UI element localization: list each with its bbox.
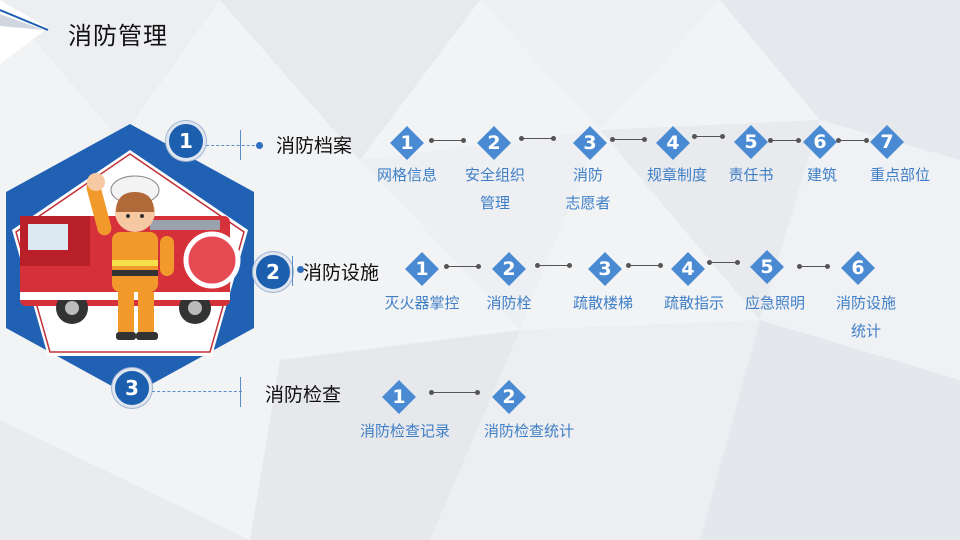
section-1-badge: 1 — [166, 121, 206, 161]
s1-step-2-diamond[interactable]: 2 — [477, 126, 511, 160]
s1-link-6 — [836, 138, 869, 143]
section-3-connector — [152, 391, 242, 392]
s2-step-6-label[interactable]: 消防设施 统计 — [835, 294, 896, 340]
s1-step-3-label[interactable]: 消防 志愿者 — [565, 166, 611, 212]
s2-step-5-label[interactable]: 应急照明 — [744, 294, 805, 312]
s3-link-1 — [429, 390, 480, 395]
s1-link-1 — [429, 138, 466, 143]
s2-link-2 — [535, 263, 572, 268]
s2-step-5-diamond[interactable]: 5 — [750, 250, 784, 284]
s1-step-4-diamond[interactable]: 4 — [656, 126, 690, 160]
s1-step-6-label[interactable]: 建筑 — [806, 166, 837, 184]
section-3-label[interactable]: 消防检查 — [265, 384, 342, 406]
section-3-tick — [240, 377, 241, 407]
section-1-connector — [206, 145, 260, 146]
s2-link-3 — [626, 263, 663, 268]
s2-step-4-diamond[interactable]: 4 — [671, 252, 705, 286]
s1-step-2-label[interactable]: 安全组织 管理 — [464, 166, 525, 212]
s1-step-5-diamond[interactable]: 5 — [734, 125, 768, 159]
s1-step-3-diamond[interactable]: 3 — [573, 126, 607, 160]
s1-link-4 — [692, 134, 725, 139]
s1-step-6-diamond[interactable]: 6 — [803, 125, 837, 159]
s2-step-3-label[interactable]: 疏散楼梯 — [572, 294, 633, 312]
section-1-tick — [240, 130, 241, 160]
section-3-badge: 3 — [112, 368, 152, 408]
corner-decoration — [0, 0, 49, 64]
section-2-tick — [292, 256, 293, 286]
section-1-label[interactable]: 消防档案 — [276, 135, 353, 157]
s3-step-1-diamond[interactable]: 1 — [382, 380, 416, 414]
page-title: 消防管理 — [68, 22, 168, 50]
s2-step-3-diamond[interactable]: 3 — [588, 252, 622, 286]
s2-step-6-diamond[interactable]: 6 — [841, 251, 875, 285]
s1-step-7-diamond[interactable]: 7 — [870, 125, 904, 159]
firefighter-illustration — [0, 120, 280, 400]
s1-step-1-diamond[interactable]: 1 — [390, 126, 424, 160]
s2-link-4 — [707, 260, 740, 265]
s1-step-7-label[interactable]: 重点部位 — [869, 166, 930, 184]
s3-step-1-label[interactable]: 消防检查记录 — [359, 422, 450, 440]
s1-link-3 — [610, 137, 647, 142]
s2-step-2-label[interactable]: 消防栓 — [486, 294, 532, 312]
s2-link-1 — [444, 264, 481, 269]
section-2-label[interactable]: 消防设施 — [303, 262, 380, 284]
s1-step-4-label[interactable]: 规章制度 — [646, 166, 707, 184]
section-2-dot — [297, 266, 304, 273]
s2-step-4-label[interactable]: 疏散指示 — [663, 294, 724, 312]
s2-link-5 — [797, 264, 830, 269]
section-1-dot — [256, 142, 263, 149]
s3-step-2-label[interactable]: 消防检查统计 — [483, 422, 574, 440]
s2-step-1-diamond[interactable]: 1 — [405, 252, 439, 286]
s1-link-5 — [768, 138, 801, 143]
section-2-badge: 2 — [253, 252, 293, 292]
s2-step-2-diamond[interactable]: 2 — [492, 252, 526, 286]
s1-step-1-label[interactable]: 网格信息 — [376, 166, 437, 184]
s3-step-2-diamond[interactable]: 2 — [492, 380, 526, 414]
s2-step-1-label[interactable]: 灭火器掌控 — [384, 294, 460, 312]
s1-link-2 — [519, 136, 556, 141]
s1-step-5-label[interactable]: 责任书 — [728, 166, 774, 184]
